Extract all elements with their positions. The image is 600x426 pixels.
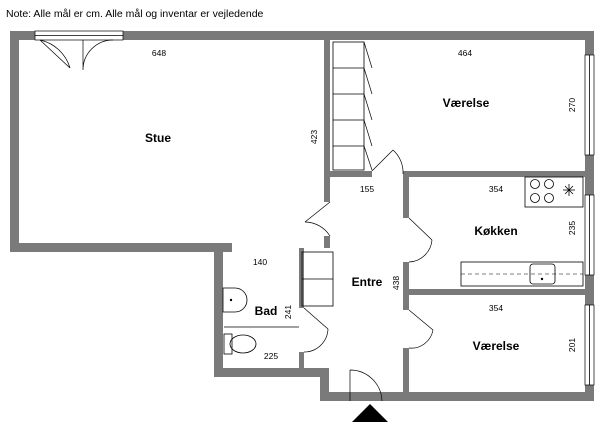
dimension-vaerelse-bottom-width: 354 (489, 303, 503, 313)
dimension-stue-height: 423 (309, 130, 319, 144)
burner-icon (530, 193, 540, 203)
room-label-vaerelse-top: Værelse (443, 96, 490, 110)
dimension-bad-bottom: 225 (264, 351, 278, 361)
dimension-koekken-height: 235 (567, 221, 577, 235)
dimension-vaerelse-bottom-height: 201 (567, 338, 577, 352)
doors (39, 39, 434, 402)
windows (34, 30, 595, 386)
room-label-entre: Entre (352, 275, 383, 289)
dimension-entre-height: 438 (391, 276, 401, 290)
sink-icon (529, 263, 556, 285)
dimension-bad-height: 241 (283, 305, 293, 319)
plan-note: Note: Alle mål er cm. Alle mål og invent… (6, 8, 264, 20)
burner-icon (530, 179, 540, 189)
room-label-stue: Stue (145, 131, 171, 145)
bath-fixtures (222, 287, 299, 355)
bath-sink-icon (222, 287, 248, 313)
toilet-icon (229, 334, 257, 354)
dimension-bad-width: 140 (253, 257, 267, 267)
toilet-tank-icon (223, 333, 233, 355)
burner-icon (544, 193, 554, 203)
burner-icon (544, 179, 554, 189)
wardrobes (301, 41, 373, 307)
entrance-arrow-icon (352, 404, 388, 422)
room-label-bad: Bad (255, 304, 278, 318)
room-label-koekken: Køkken (474, 224, 517, 238)
kitchen-fixtures (460, 176, 584, 287)
room-label-vaerelse-bottom: Værelse (473, 339, 520, 353)
dimension-koekken-width: 354 (489, 184, 503, 194)
dimension-entre-top: 155 (360, 184, 374, 194)
dimension-vaerelse-top-height: 270 (567, 98, 577, 112)
extractor-fan-icon (563, 184, 575, 196)
dimension-vaerelse-top-width: 464 (458, 48, 472, 58)
dimension-stue-width: 648 (152, 48, 166, 58)
